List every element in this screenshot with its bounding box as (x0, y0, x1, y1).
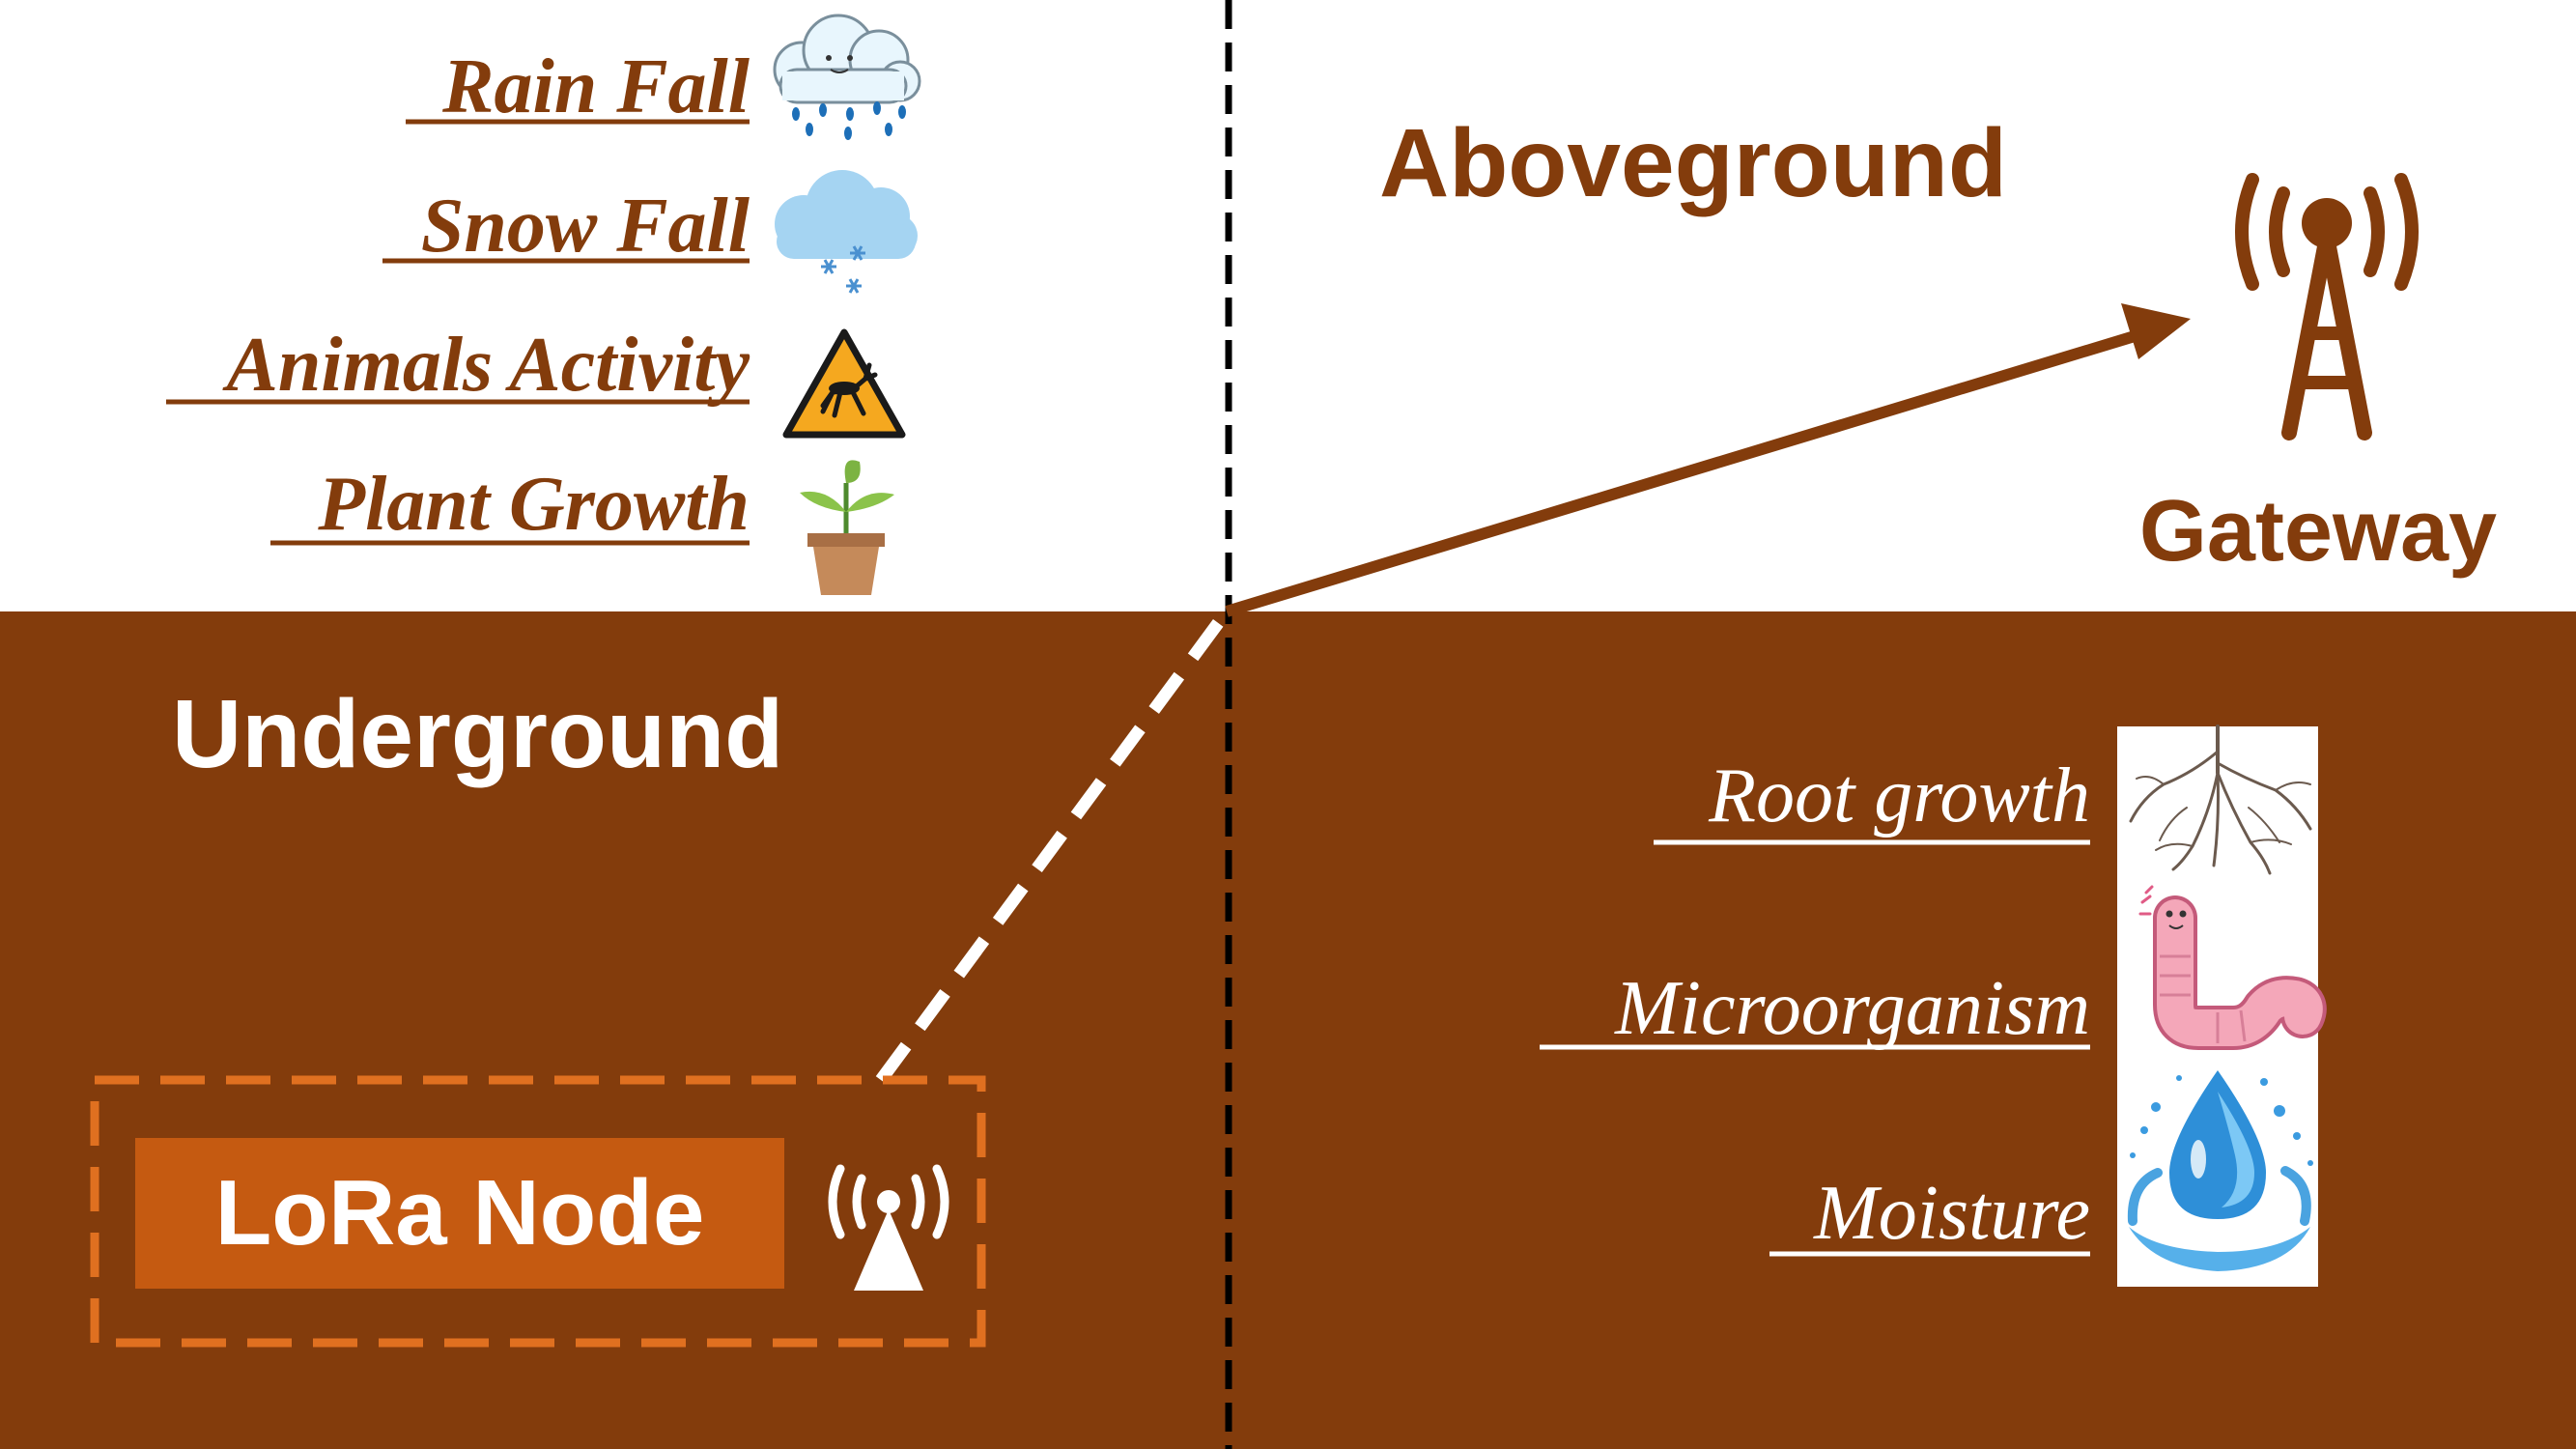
gateway-antenna-dot (2302, 198, 2352, 248)
snow-cloud-icon (775, 170, 918, 294)
lora-node-box (135, 1138, 784, 1289)
aboveground-link (1225, 330, 2137, 617)
above-factor-list: Rain Fall Snow Fall Animals Activity Pla… (166, 44, 750, 547)
lora-node-antenna-mast (854, 1209, 923, 1291)
factor-label: Rain Fall (441, 44, 750, 129)
factor-label: Moisture (1813, 1171, 2090, 1256)
factor-rain-fall: Rain Fall (406, 44, 750, 129)
lora-node-label: LoRa Node (215, 1161, 705, 1264)
factor-snow-fall: Snow Fall (382, 184, 750, 269)
gateway-tower-icon (2235, 173, 2419, 440)
worm-icon (2138, 885, 2327, 1050)
factor-label: Snow Fall (421, 184, 750, 269)
factor-label: Animals Activity (222, 323, 750, 408)
arrow-head (2121, 303, 2191, 359)
factor-label: Plant Growth (317, 462, 750, 547)
factor-label: Microorganism (1614, 966, 2090, 1051)
potted-plant-icon (800, 460, 894, 595)
factor-label: Root growth (1708, 753, 2090, 838)
factor-moisture: Moisture (1769, 1171, 2090, 1257)
factor-root-growth: Root growth (1654, 753, 2090, 845)
lora-node-antenna-dot (877, 1190, 900, 1213)
aboveground-label: Aboveground (1379, 109, 2007, 217)
underground-link (875, 608, 1232, 1084)
underground-label: Underground (172, 680, 783, 788)
deer-warning-sign-icon (782, 328, 906, 439)
rain-cloud-icon (773, 14, 921, 140)
roots-icon (2129, 724, 2312, 875)
factor-microorganism: Microorganism (1540, 966, 2090, 1051)
lora-node-antenna-icon (828, 1164, 949, 1239)
factor-animals-activity: Animals Activity (166, 323, 750, 408)
below-factor-list: Root growth Microorganism Moisture (1540, 753, 2090, 1257)
water-drop-icon (2127, 1070, 2313, 1271)
lora-node-frame (90, 1075, 986, 1348)
factor-plant-growth: Plant Growth (270, 462, 750, 547)
gateway-label: Gateway (2139, 483, 2497, 580)
